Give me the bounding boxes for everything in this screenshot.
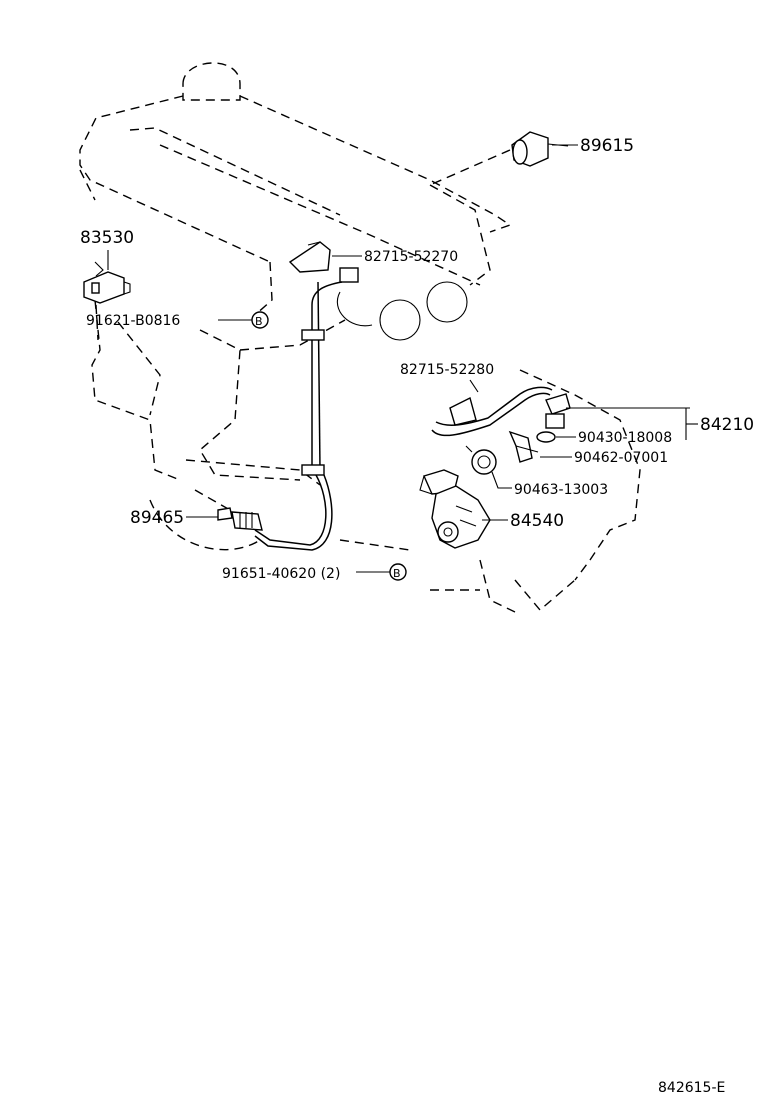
part-label-91651: 91651-40620 (2) — [222, 566, 340, 582]
part-label-83530: 83530 — [80, 228, 134, 248]
knock-sensor-84210 — [545, 393, 571, 429]
part-label-82715-52280: 82715-52280 — [400, 362, 494, 378]
part-label-90463: 90463-13003 — [514, 482, 608, 498]
part-label-90462: 90462-07001 — [574, 450, 668, 466]
part-label-91621: 91621-B0816 — [86, 313, 180, 329]
part-label-89615: 89615 — [580, 136, 634, 156]
washer-90430 — [536, 431, 556, 443]
sensor-89615 — [429, 131, 569, 186]
bracket-82715-52270 — [288, 241, 331, 273]
bolt-marker-91621: B — [251, 311, 269, 329]
part-label-89465: 89465 — [130, 508, 184, 528]
oxygen-sensor-89465 — [217, 267, 359, 551]
bracket-82715-52280 — [431, 386, 553, 437]
part-label-82715-52270: 82715-52270 — [364, 249, 458, 265]
diagram-code: 842615-E — [658, 1080, 725, 1096]
bolt-marker-letter: B — [255, 315, 263, 328]
bolt-marker-letter-2: B — [393, 567, 401, 580]
clamp-90463 — [465, 445, 497, 475]
switch-84540 — [419, 469, 491, 549]
bolt-marker-91651: B — [389, 563, 407, 581]
switch-83530 — [83, 250, 131, 341]
clip-90462 — [508, 430, 539, 463]
part-label-84210: 84210 — [700, 415, 754, 435]
part-label-90430: 90430-18008 — [578, 430, 672, 446]
engine-outline — [79, 62, 641, 613]
part-label-84540: 84540 — [510, 511, 564, 531]
